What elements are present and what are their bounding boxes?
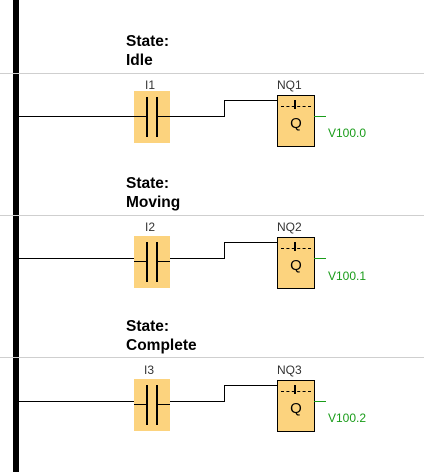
wire-mid <box>170 401 225 402</box>
rung-divider <box>0 215 424 216</box>
coil-tick-icon <box>294 242 296 251</box>
state-title-label: State: <box>126 33 170 50</box>
rung-3[interactable]: State: Complete I3 NQ3 Q V100.2 <box>0 315 424 455</box>
output-wire <box>314 258 326 259</box>
output-address: V100.2 <box>328 411 367 425</box>
wire-to-coil <box>224 100 277 101</box>
wire-left <box>19 258 134 259</box>
contact-label: I1 <box>145 78 156 92</box>
state-name: Complete <box>126 337 197 354</box>
coil-symbol: Q <box>290 257 302 274</box>
coil-dashed-line <box>281 106 311 107</box>
normally-open-contact[interactable] <box>134 236 170 288</box>
left-power-rail <box>13 0 19 472</box>
output-wire <box>314 116 326 117</box>
coil-dashed-line <box>281 248 311 249</box>
wire-to-coil <box>224 385 277 386</box>
wire-riser <box>224 100 225 117</box>
coil-tick-icon <box>294 385 296 394</box>
output-coil[interactable]: Q <box>277 237 315 289</box>
rung-divider <box>0 357 424 358</box>
coil-label: NQ1 <box>277 78 302 92</box>
rung-divider <box>0 73 424 74</box>
rung-2[interactable]: State: Moving I2 NQ2 Q V100.1 <box>0 172 424 312</box>
coil-tick-icon <box>294 100 296 109</box>
contact-label: I3 <box>144 363 155 377</box>
coil-symbol: Q <box>290 400 302 417</box>
output-wire <box>314 401 326 402</box>
state-name: Idle <box>126 52 153 69</box>
wire-left <box>19 116 134 117</box>
normally-open-contact[interactable] <box>134 91 170 143</box>
coil-label: NQ3 <box>277 363 302 377</box>
wire-to-coil <box>224 242 277 243</box>
normally-open-contact[interactable] <box>134 379 170 431</box>
wire-riser <box>224 385 225 402</box>
output-coil[interactable]: Q <box>277 380 315 432</box>
state-name: Moving <box>126 194 181 211</box>
rung-1[interactable]: State: Idle I1 NQ1 Q V100.0 <box>0 30 424 170</box>
wire-left <box>19 401 134 402</box>
state-title-label: State: <box>126 318 170 335</box>
output-address: V100.0 <box>328 126 367 140</box>
coil-label: NQ2 <box>277 220 302 234</box>
output-coil[interactable]: Q <box>277 95 315 147</box>
wire-mid <box>170 116 225 117</box>
coil-dashed-line <box>281 391 311 392</box>
wire-mid <box>170 258 225 259</box>
contact-label: I2 <box>145 220 156 234</box>
output-address: V100.1 <box>328 269 367 283</box>
coil-symbol: Q <box>290 115 302 132</box>
state-title-label: State: <box>126 175 170 192</box>
wire-riser <box>224 242 225 259</box>
